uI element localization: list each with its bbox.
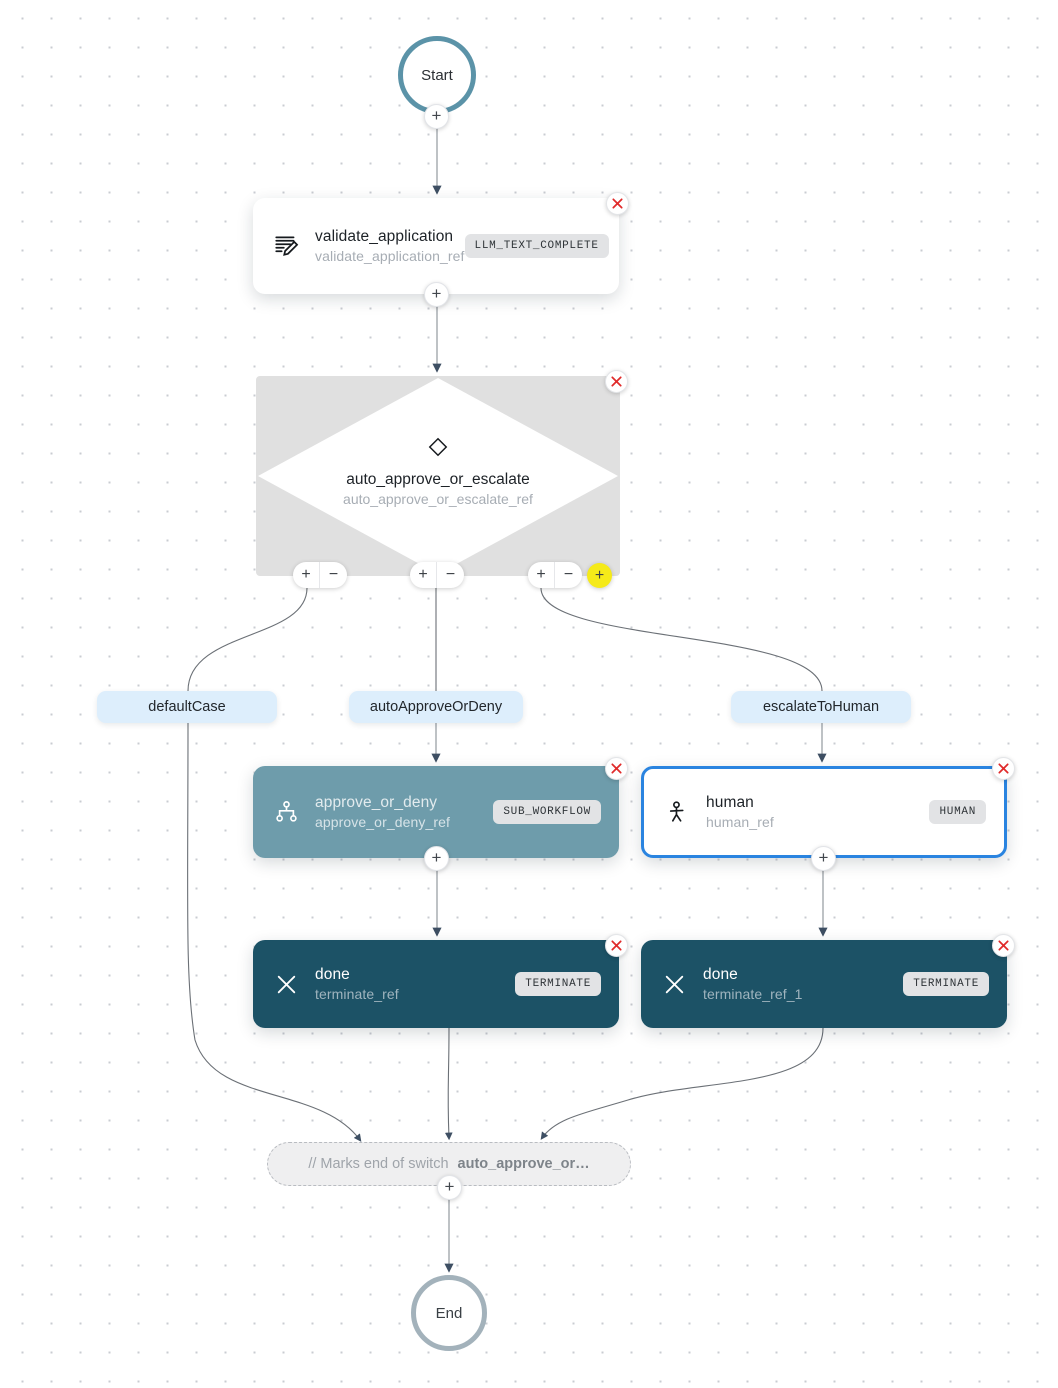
switch-case-controls-escalate[interactable]: + − — [528, 562, 582, 588]
add-step-after-validate-button[interactable] — [424, 282, 449, 307]
node-title: done — [315, 966, 350, 983]
node-type-badge: HUMAN — [929, 800, 986, 824]
add-case-button[interactable]: + — [410, 562, 437, 588]
delete-node-terminate-right-button[interactable] — [992, 934, 1015, 957]
node-title: done — [703, 966, 738, 983]
node-approve-or-deny[interactable]: approve_or_deny approve_or_deny_ref SUB_… — [253, 766, 619, 858]
node-subtitle: human_ref — [706, 814, 774, 830]
delete-node-terminate-left-button[interactable] — [605, 934, 628, 957]
node-title: human — [706, 794, 754, 811]
x-icon — [271, 969, 301, 999]
node-terminate-left-labels: done terminate_ref — [315, 966, 399, 1002]
add-step-after-approve-or-deny-button[interactable] — [424, 846, 449, 871]
add-step-after-switch-end-button[interactable] — [437, 1175, 462, 1200]
node-human[interactable]: human human_ref HUMAN — [641, 766, 1007, 858]
remove-case-button[interactable]: − — [563, 566, 574, 583]
node-validate-application-labels: validate_application validate_applicatio… — [315, 228, 465, 264]
node-subtitle: validate_application_ref — [315, 248, 465, 264]
case-label-escalate-to-human[interactable]: escalateToHuman — [731, 691, 911, 723]
person-icon — [662, 797, 692, 827]
diamond-icon — [427, 436, 449, 463]
node-subtitle: terminate_ref_1 — [703, 986, 803, 1002]
start-node[interactable]: Start — [398, 36, 476, 114]
delete-node-human-button[interactable] — [992, 757, 1015, 780]
node-terminate-done-right[interactable]: done terminate_ref_1 TERMINATE — [641, 940, 1007, 1028]
add-step-after-start-button[interactable] — [424, 104, 449, 129]
case-label-auto-approve-or-deny[interactable]: autoApproveOrDeny — [349, 691, 523, 723]
node-validate-application[interactable]: validate_application validate_applicatio… — [253, 198, 619, 294]
case-label-text: defaultCase — [148, 699, 226, 715]
node-subtitle: auto_approve_or_escalate_ref — [343, 491, 533, 507]
switch-node-labels: auto_approve_or_escalate auto_approve_or… — [256, 436, 620, 507]
switch-diamond-shape — [258, 378, 618, 574]
node-approve-or-deny-labels: approve_or_deny approve_or_deny_ref — [315, 794, 450, 830]
end-node[interactable]: End — [411, 1275, 487, 1351]
remove-case-button[interactable]: − — [328, 566, 339, 583]
case-label-text: escalateToHuman — [762, 699, 880, 715]
add-case-button[interactable]: + — [528, 562, 555, 588]
node-type-badge: SUB_WORKFLOW — [493, 800, 601, 824]
add-new-case-highlighted-button[interactable]: + — [587, 563, 612, 588]
node-auto-approve-or-escalate[interactable]: auto_approve_or_escalate auto_approve_or… — [256, 376, 620, 576]
hierarchy-icon — [271, 797, 301, 827]
x-icon — [659, 969, 689, 999]
node-terminate-right-labels: done terminate_ref_1 — [703, 966, 803, 1002]
case-label-text: autoApproveOrDeny — [369, 699, 503, 715]
add-step-after-human-button[interactable] — [811, 846, 836, 871]
node-type-badge: TERMINATE — [515, 972, 601, 996]
switch-case-controls-default[interactable]: + − — [293, 562, 347, 588]
node-type-badge: LLM_TEXT_COMPLETE — [464, 234, 609, 258]
add-case-button[interactable]: + — [293, 562, 320, 588]
node-subtitle: approve_or_deny_ref — [315, 814, 450, 830]
start-node-label: Start — [421, 66, 453, 84]
node-type-badge: TERMINATE — [903, 972, 989, 996]
switch-case-controls-auto[interactable]: + − — [410, 562, 464, 588]
comment-switch-name: auto_approve_or… — [457, 1156, 590, 1172]
node-subtitle: terminate_ref — [315, 986, 399, 1002]
case-label-default[interactable]: defaultCase — [97, 691, 277, 723]
delete-node-auto-approve-or-escalate-button[interactable] — [605, 370, 628, 393]
document-pencil-icon — [271, 231, 301, 261]
node-title: approve_or_deny — [315, 794, 438, 811]
node-title: auto_approve_or_escalate — [346, 471, 530, 488]
node-terminate-done-left[interactable]: done terminate_ref TERMINATE — [253, 940, 619, 1028]
delete-node-approve-or-deny-button[interactable] — [605, 757, 628, 780]
node-title: validate_application — [315, 228, 454, 245]
node-human-labels: human human_ref — [706, 794, 774, 830]
comment-text: // Marks end of switch — [308, 1156, 449, 1172]
end-node-label: End — [435, 1304, 463, 1322]
remove-case-button[interactable]: − — [445, 566, 456, 583]
delete-node-validate-application-button[interactable] — [606, 192, 629, 215]
